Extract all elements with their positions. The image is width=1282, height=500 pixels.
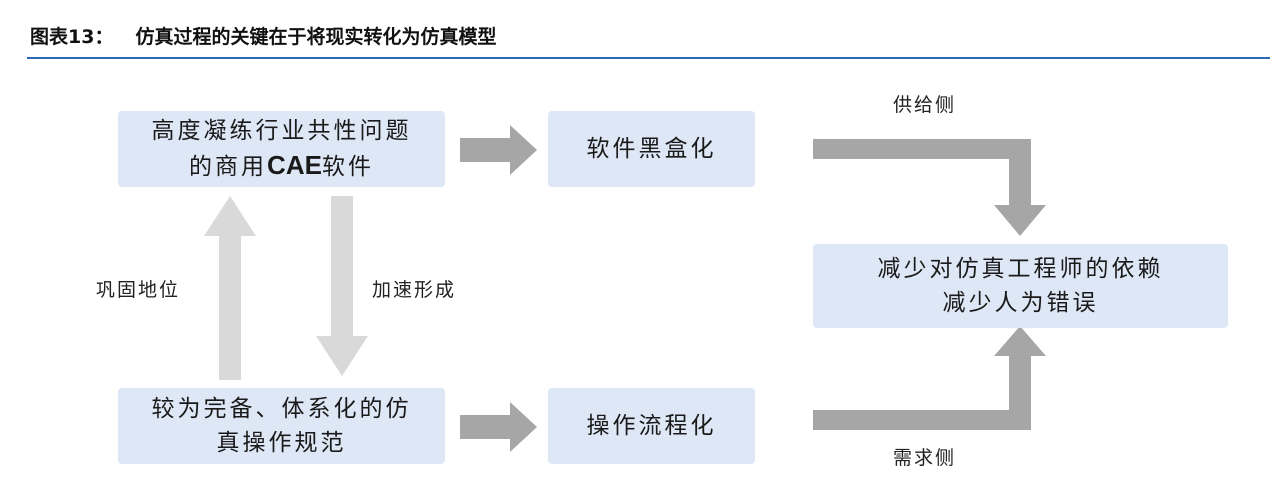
cae-prefix: 的商用 bbox=[189, 154, 268, 180]
figure-title: 图表13： 仿真过程的关键在于将现实转化为仿真模型 bbox=[30, 22, 496, 49]
box-software-blackbox: 软件黑盒化 bbox=[548, 111, 755, 187]
title-rule bbox=[27, 57, 1270, 59]
box-commercial-cae: 高度凝练行业共性问题 的商用CAE软件 bbox=[118, 111, 445, 187]
arrow-demand bbox=[813, 326, 1046, 430]
box-process-flow: 操作流程化 bbox=[548, 388, 755, 464]
label-consolidate: 巩固地位 bbox=[96, 279, 181, 301]
arrow-up bbox=[204, 196, 256, 380]
arrow-bottom-right bbox=[460, 402, 537, 452]
label-accelerate: 加速形成 bbox=[372, 279, 457, 301]
label-supply-side: 供给侧 bbox=[893, 94, 957, 116]
box-software-blackbox-text: 软件黑盒化 bbox=[586, 136, 717, 162]
box-operation-standard-line1: 较为完备、体系化的仿 bbox=[151, 396, 412, 422]
label-demand-side: 需求侧 bbox=[893, 447, 957, 469]
box-commercial-cae-line2: 的商用CAE软件 bbox=[152, 148, 412, 184]
arrow-down bbox=[316, 196, 368, 376]
box-result-line2: 减少人为错误 bbox=[942, 290, 1099, 316]
box-result-line1: 减少对仿真工程师的依赖 bbox=[877, 256, 1164, 282]
figure-title-text: 仿真过程的关键在于将现实转化为仿真模型 bbox=[135, 26, 497, 48]
box-process-flow-text: 操作流程化 bbox=[586, 413, 717, 439]
box-result: 减少对仿真工程师的依赖 减少人为错误 bbox=[813, 244, 1228, 328]
cae-bold: CAE bbox=[267, 150, 322, 180]
cae-suffix: 软件 bbox=[321, 154, 374, 180]
box-commercial-cae-line1: 高度凝练行业共性问题 bbox=[151, 118, 412, 144]
box-operation-standard-line2: 真操作规范 bbox=[216, 430, 347, 456]
arrow-top-right bbox=[460, 125, 537, 175]
box-operation-standard: 较为完备、体系化的仿 真操作规范 bbox=[118, 388, 445, 464]
arrow-supply bbox=[813, 139, 1046, 236]
figure-number: 图表13： bbox=[30, 26, 114, 48]
